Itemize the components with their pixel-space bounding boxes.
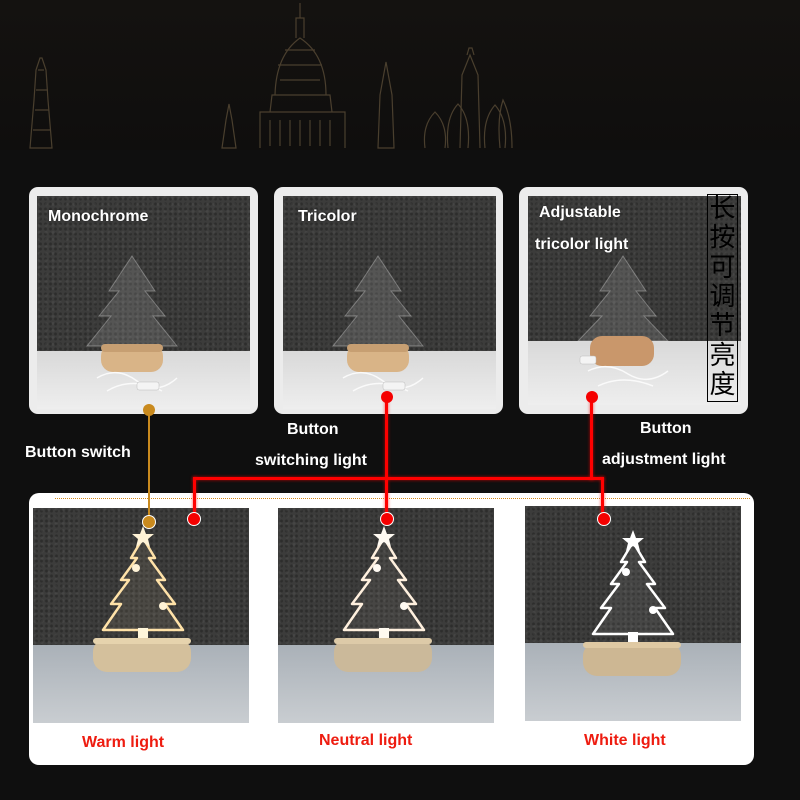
gold-connector-line (148, 410, 150, 522)
long-press-brightness-note: 长 按 可 调 节 亮 度 (707, 194, 738, 402)
white-light-photo (525, 506, 741, 721)
tree-lamp-unlit-icon (85, 255, 179, 392)
tree-lamp-neutral-icon (334, 526, 432, 672)
tree-lamp-unlit-icon (331, 255, 425, 392)
red-connector-vertical-center (385, 396, 388, 520)
monochrome-photo: Monochrome (37, 196, 250, 409)
tricolor-label: Tricolor (298, 208, 357, 225)
red-connector-dot-white (597, 512, 611, 526)
warm-light-label: Warm light (82, 734, 165, 751)
red-connector-horizontal (193, 477, 604, 480)
red-connector-top-dot-center (381, 391, 393, 403)
adjustable-photo: Adjustable tricolor light (528, 196, 741, 405)
red-connector-vertical-left (193, 477, 196, 519)
tricolor-photo: Tricolor (283, 196, 496, 409)
gold-connector-top-dot (143, 404, 155, 416)
gold-connector-bottom-dot (142, 515, 156, 529)
tree-lamp-warm-icon (93, 526, 191, 672)
warm-light-photo (33, 508, 249, 723)
red-connector-dot-neutral (380, 512, 394, 526)
white-light-label: White light (584, 732, 666, 749)
tree-lamp-unlit-icon (576, 255, 670, 387)
adjustable-card: Adjustable tricolor light (519, 187, 748, 414)
adjustable-label-line1: Adjustable (539, 204, 621, 221)
neutral-light-label: Neutral light (319, 732, 413, 749)
button-switching-caption-line2: switching light (255, 452, 367, 469)
landmark-outline-icon (29, 3, 513, 149)
button-switching-caption-line1: Button (287, 421, 339, 438)
monochrome-card: Monochrome (29, 187, 258, 414)
button-adjustment-caption-line1: Button (640, 420, 692, 437)
skyline-decoration (0, 0, 800, 150)
red-connector-top-dot-right (586, 391, 598, 403)
red-connector-vertical-right-top (590, 396, 593, 480)
button-adjustment-caption-line2: adjustment light (602, 451, 726, 468)
button-switch-caption: Button switch (25, 444, 131, 461)
red-connector-vertical-right-bottom (601, 477, 604, 519)
adjustable-label-line2: tricolor light (535, 236, 629, 253)
neutral-light-photo (278, 508, 494, 723)
dotted-divider (55, 498, 750, 499)
tricolor-card: Tricolor (274, 187, 503, 414)
red-connector-dot-warm (187, 512, 201, 526)
monochrome-label: Monochrome (48, 208, 149, 225)
tree-lamp-white-icon (583, 530, 681, 676)
